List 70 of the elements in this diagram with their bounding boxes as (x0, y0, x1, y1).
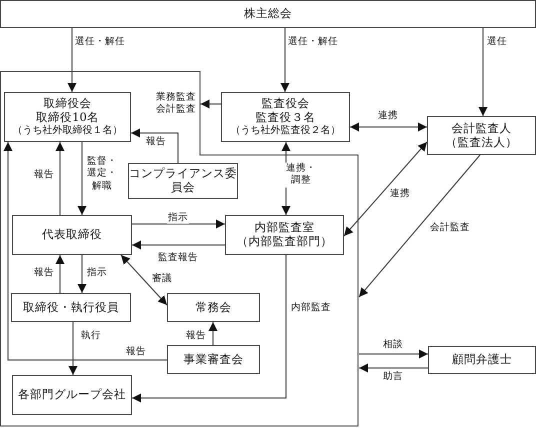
process-box (4, 92, 131, 142)
edge-label: 報告 (125, 346, 147, 358)
node-label: （監査法人） (446, 136, 518, 150)
edge-label: 内部監査 (290, 302, 332, 314)
edge-label: 報告 (145, 136, 167, 148)
arrow (130, 128, 178, 164)
arrow (280, 28, 290, 92)
edge-label: 選任 (486, 36, 508, 48)
edge-label: 審議 (151, 272, 173, 286)
company-boundary (0, 71, 359, 427)
edge-label: 連携 (389, 188, 411, 200)
arrow (56, 254, 64, 294)
edge-label: 監査報告 (157, 252, 199, 264)
arrow (358, 154, 480, 298)
node-label: 内部監査室 (254, 221, 314, 235)
process-box (221, 92, 350, 142)
arrow (4, 142, 168, 360)
arrow (358, 364, 428, 372)
process-box (11, 293, 131, 322)
header-band (0, 0, 536, 28)
arrow (132, 220, 226, 228)
node-label: 会計監査人 (452, 122, 512, 136)
arrow (120, 254, 168, 306)
arrow (78, 142, 86, 216)
edge-label: 指示 (167, 212, 189, 224)
arrow (78, 254, 86, 294)
node-label: 取締役会 (44, 97, 92, 111)
arrow (344, 142, 428, 236)
arrow (132, 254, 286, 402)
node-label: （うち社外監査役２名） (230, 124, 340, 137)
arrow (132, 240, 226, 250)
edge-label: 選任・解任 (287, 36, 339, 48)
node-label: 監査役３名 (256, 111, 316, 124)
node-label: 監査役会 (262, 97, 310, 111)
arrow (200, 100, 222, 108)
process-box (167, 293, 260, 322)
edge-label: 助言 (382, 370, 404, 384)
edge-label: 指示 (86, 266, 108, 280)
node-label: 各部門グループ会社 (18, 388, 126, 402)
arrow (68, 28, 76, 92)
node-label: 取締役10名 (36, 111, 99, 124)
node-label: 事業審査会 (184, 352, 244, 366)
node-label: 顧問弁護士 (452, 353, 512, 367)
process-box (12, 215, 132, 255)
edge-label: 選任・解任 (74, 36, 126, 48)
arrow (350, 122, 428, 132)
arrow (358, 350, 428, 358)
node-label: （うち社外取締役１名） (12, 124, 122, 137)
arrow (478, 28, 488, 116)
edge-label: 会計監査 (429, 222, 471, 234)
node-label: （内部監査部門） (236, 235, 332, 249)
process-box (12, 375, 132, 415)
node-label: コンプライアンス委員会 (129, 167, 237, 195)
process-box (427, 116, 536, 155)
edge-label: 報告 (33, 266, 55, 280)
process-box (225, 215, 344, 255)
edge-label: 報告 (33, 168, 55, 182)
arrow (68, 322, 78, 376)
node-label: 株主総会 (244, 7, 292, 21)
edge-label: 相談 (382, 338, 404, 352)
edge-label: 執行 (80, 330, 102, 342)
arrow (208, 322, 218, 346)
node-label: 代表取締役 (42, 228, 102, 242)
arrow (56, 142, 64, 216)
node-label: 取締役・執行役員 (23, 300, 119, 314)
process-box (428, 346, 536, 374)
process-box (167, 345, 260, 374)
node-label: 常務会 (196, 300, 232, 314)
edge-label: 報告 (185, 330, 207, 342)
edge-label: 連携 (377, 110, 399, 122)
